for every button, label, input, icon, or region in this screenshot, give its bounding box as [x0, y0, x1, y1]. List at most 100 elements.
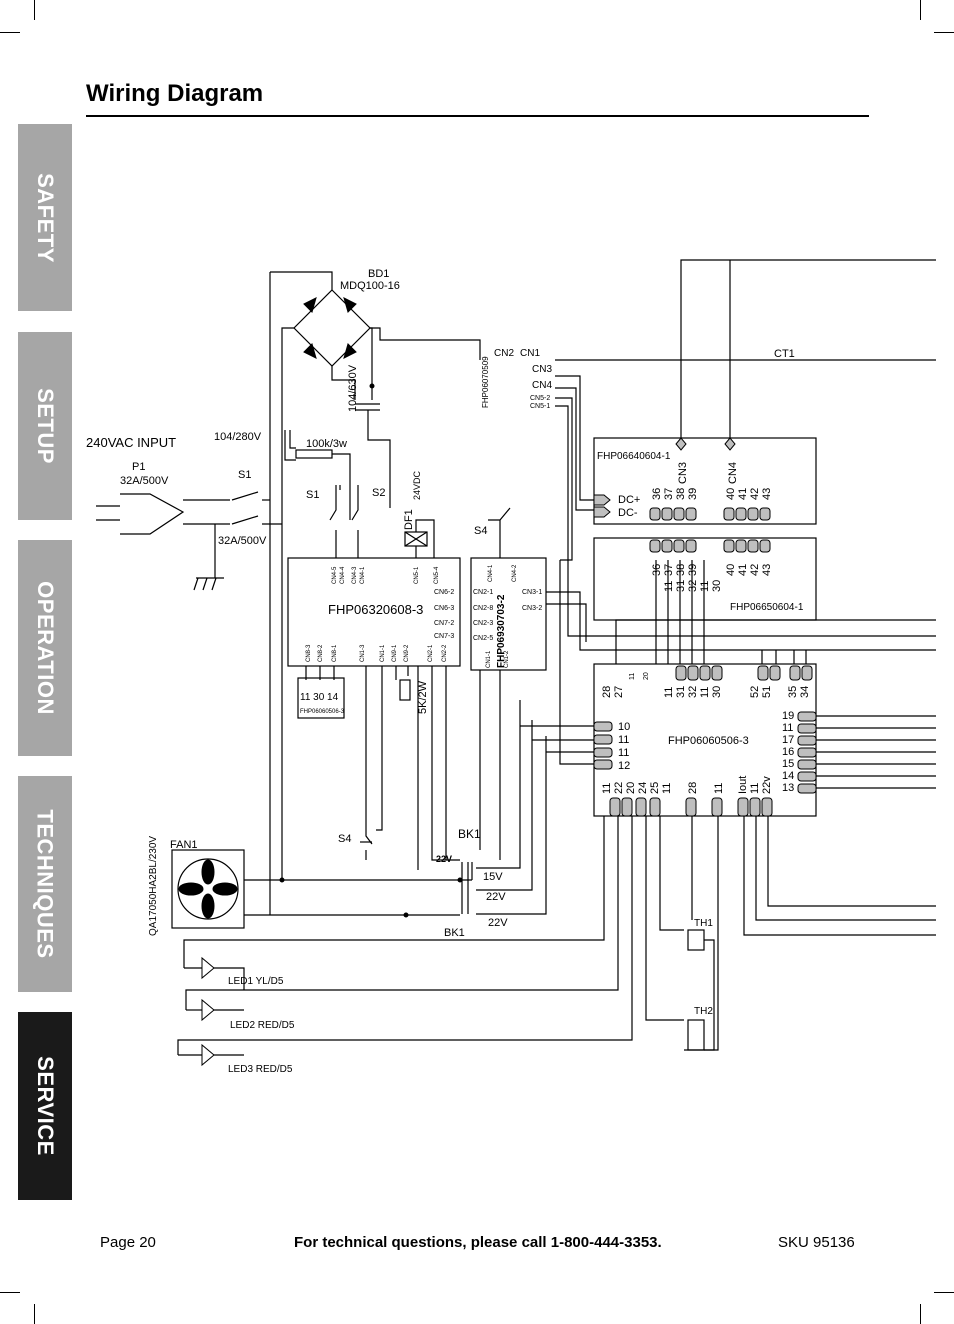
pin-label: CN5-4: [434, 566, 440, 584]
pin-label: 25: [649, 782, 661, 794]
pin-label: 12: [618, 760, 630, 772]
marks: [178, 297, 463, 1067]
pin-label: 32: [687, 686, 699, 698]
pin-label: CN2-3: [473, 620, 493, 627]
pin-label: 11: [782, 722, 793, 734]
pin-label: CN6-3: [434, 605, 454, 612]
pin-label: 36: [651, 564, 663, 576]
pin-label: 43: [761, 564, 773, 576]
pin-label: CN4-4: [340, 566, 346, 584]
pin-label: CN1-1: [380, 644, 386, 662]
board-bottom-label: FHP06060506-3: [668, 735, 749, 747]
df1-label: DF1: [403, 509, 415, 530]
pin-label: 30: [711, 686, 723, 698]
pin-label: 15: [782, 758, 794, 770]
board-pin-numbers: 36 37 39 38 41 42 43 40 36 37 38 39 40 4…: [601, 488, 811, 794]
pin-label: 38: [675, 488, 687, 500]
dc-minus-label: DC-: [618, 507, 638, 519]
pin-label: 20: [643, 672, 650, 680]
fan-blade-icon: [178, 882, 204, 896]
board-main-label: FHP06320608-3: [328, 602, 423, 617]
pin-label: 22: [613, 782, 625, 794]
pin-label: 34: [799, 686, 811, 698]
dc-plus-label: DC+: [618, 494, 640, 506]
crop-mark: [0, 1292, 20, 1293]
pin-label: 36: [651, 488, 663, 500]
pin-label: 28: [601, 686, 613, 698]
v22c-label: 22V: [488, 917, 508, 929]
pin-label: 41: [737, 564, 749, 576]
main-top-pins: CN4-5 CN4-4 CN4-3 CN4-1 CN5-1 CN5-4: [332, 566, 440, 584]
pin-label: CN4-2: [512, 564, 518, 582]
pin-label: CN9-2: [404, 644, 410, 662]
led-icon: [201, 956, 215, 980]
board-side-label: FHP06930703-2: [496, 594, 507, 668]
pot-label: 5K/2W: [417, 680, 429, 714]
pin-label: 24: [637, 782, 649, 794]
pin-label: CN4-1: [360, 566, 366, 584]
main-right-pins: CN6-2 CN6-3 CN7-2 CN7-3: [434, 589, 454, 640]
switch-s1-rating: 32A/500V: [218, 535, 267, 547]
crop-mark: [934, 32, 954, 33]
mini-pins-label: 11 30 14: [300, 692, 339, 703]
pin-label: 41: [737, 488, 749, 500]
plug-rating: 32A/500V: [120, 475, 169, 487]
pin-label: 14: [782, 770, 794, 782]
tab-techniques[interactable]: TECHNIQUES: [18, 776, 72, 992]
pin-label: 37: [663, 564, 675, 576]
v22b-label: 22V: [486, 891, 506, 903]
pin-label: CN8-2: [318, 644, 324, 662]
pin-label: 42: [749, 488, 761, 500]
tab-safety[interactable]: SAFETY: [18, 124, 72, 311]
fan-part-label: QA17050HA2BL/230V: [148, 836, 159, 936]
pin-label: 52: [749, 686, 761, 698]
fan-blade-icon: [201, 859, 215, 885]
tab-setup[interactable]: SETUP: [18, 332, 72, 520]
v22-top-label: 22V: [436, 854, 452, 864]
pin-label: 10: [618, 721, 630, 733]
pin-label: 42: [749, 564, 761, 576]
switch-s2-label: S2: [372, 487, 385, 499]
pin-label: 30: [711, 580, 723, 592]
led-icon: [201, 1043, 215, 1067]
cap-2-label: 104/630V: [347, 364, 359, 412]
connector-pins: [593, 437, 817, 817]
board-cn4-label: FHP06650604-1: [730, 602, 804, 613]
title-rule: [86, 115, 869, 117]
pin-label: CN1-1: [486, 650, 492, 668]
labels: BD1 MDQ100-16 240VAC INPUT P1 32A/500V S…: [86, 268, 804, 1075]
pin-label: CN9-1: [392, 644, 398, 662]
pin-label: 40: [725, 564, 737, 576]
cn3-label: CN3: [532, 364, 552, 375]
switch-s4-bottom-label: S4: [338, 833, 351, 845]
cap-1-label: 104/280V: [214, 431, 262, 443]
v15-label: 15V: [483, 871, 503, 883]
tab-operation[interactable]: OPERATION: [18, 540, 72, 756]
pin-label: 32: [687, 580, 699, 592]
pin-label: CN8-1: [332, 644, 338, 662]
diode-icon: [343, 297, 357, 313]
cn5-2-label: CN5-2: [530, 395, 550, 402]
pin-label: 11: [618, 734, 629, 746]
tab-service[interactable]: SERVICE: [18, 1012, 72, 1200]
pin-label: 17: [782, 734, 794, 746]
pin-label: CN1-2: [504, 650, 510, 668]
pin-label: Iout: [737, 776, 749, 794]
diode-icon: [303, 343, 317, 359]
pin-label: 11: [618, 747, 629, 759]
led2-label: LED2 RED/D5: [230, 1020, 295, 1031]
pin-label: CN6-2: [434, 589, 454, 596]
switch-s1-label: S1: [238, 469, 251, 481]
cn5-1-label: CN5-1: [530, 403, 550, 410]
page-title: Wiring Diagram: [86, 80, 264, 107]
pin-label: 51: [761, 686, 773, 698]
pin-label: CN2-1: [473, 589, 493, 596]
pin-label: 11: [699, 687, 711, 698]
pin-label: 11: [699, 581, 711, 592]
crop-mark: [920, 0, 921, 20]
switch-s4-top-label: S4: [474, 525, 487, 537]
pin-label: CN3-1: [522, 589, 542, 596]
pin-label: CN5-1: [414, 566, 420, 584]
pin-label: CN4-3: [352, 566, 358, 584]
